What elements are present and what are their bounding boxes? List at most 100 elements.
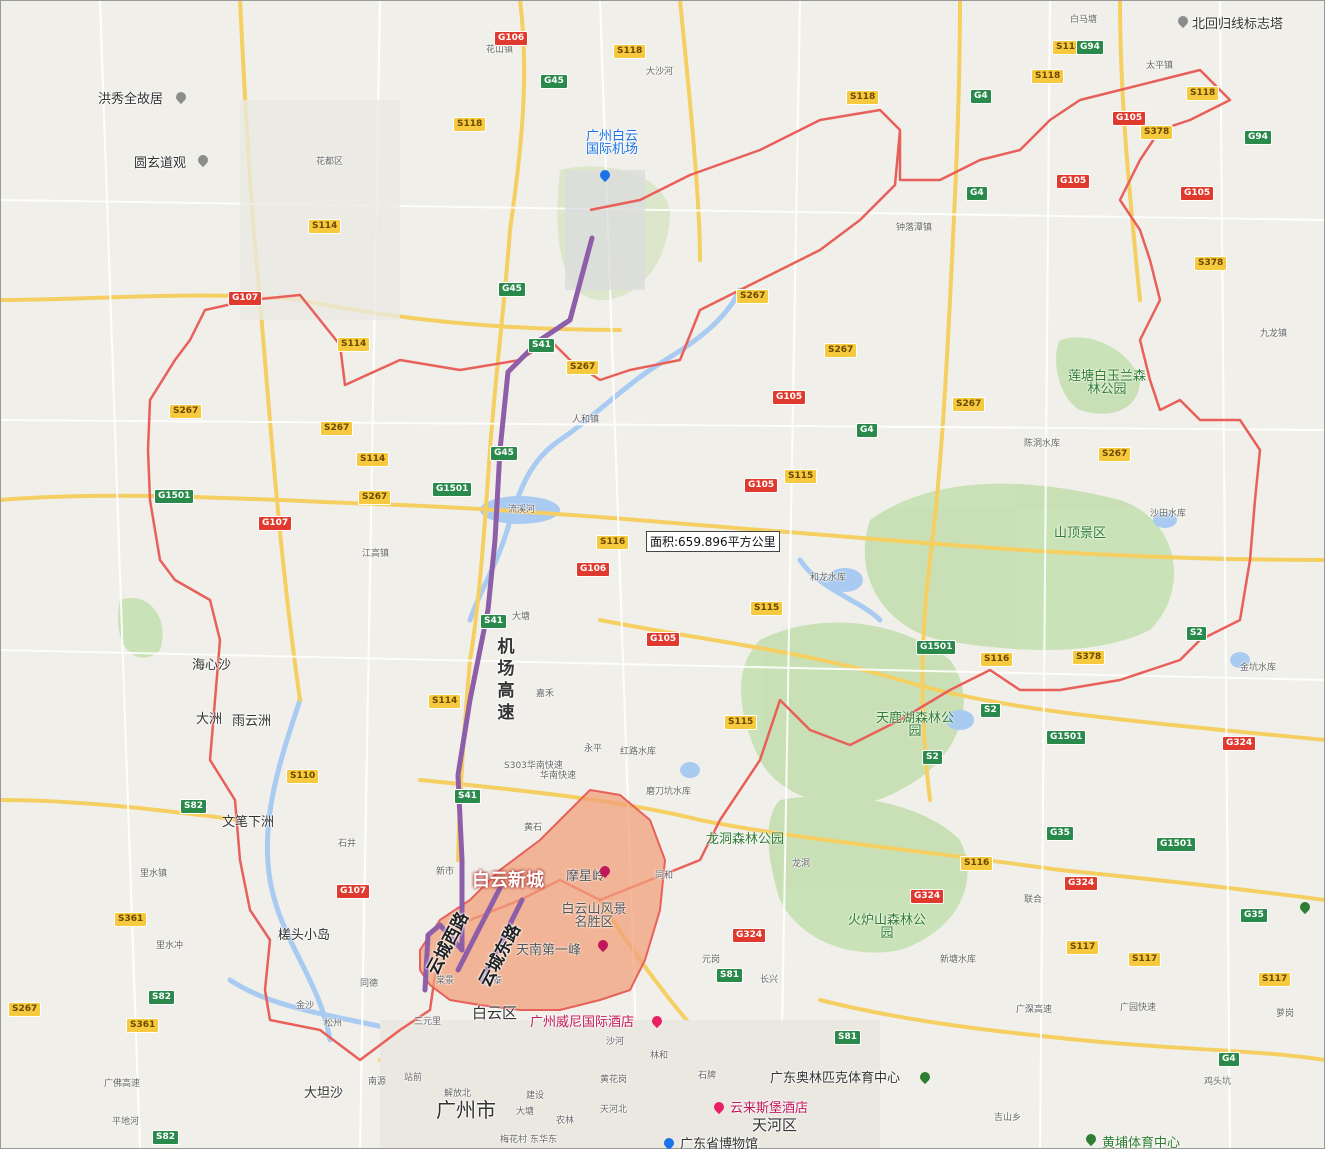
small-place-label: 嘉禾 (536, 689, 555, 699)
road-shield: S114 (356, 452, 390, 467)
small-place-label: 天河北 (600, 1105, 628, 1115)
lakes (480, 496, 1250, 778)
small-place-label: 江高镇 (362, 549, 390, 559)
road-shield: G45 (540, 74, 568, 89)
small-place-label: 太平镇 (1146, 61, 1174, 71)
small-place-label: S303华南快速 (504, 761, 563, 771)
road-shield: G4 (856, 423, 878, 438)
small-place-label: 平地河 (112, 1117, 140, 1127)
small-place-label: 农林 (556, 1116, 575, 1126)
road-shield: S118 (846, 90, 880, 105)
road-shield: G105 (744, 478, 779, 493)
small-place-label: 华南快速 (540, 771, 577, 781)
road-shield: S117 (1066, 940, 1100, 955)
road-shield: G4 (970, 89, 992, 104)
road-shield: S81 (716, 968, 744, 983)
road-shield: G107 (336, 884, 371, 899)
road-shield: S117 (1258, 972, 1292, 987)
road-shield: S115 (724, 715, 758, 730)
road-shield: G1501 (432, 482, 473, 497)
road-shield: S267 (824, 343, 858, 358)
road-shield: S118 (613, 44, 647, 59)
road-shield: S267 (8, 1002, 42, 1017)
small-place-label: 磨刀坑水库 (646, 787, 692, 797)
small-place-label: 林和 (650, 1051, 669, 1061)
connector-route (422, 922, 465, 993)
small-place-label: 里水镇 (140, 869, 168, 879)
road-shield: S41 (528, 338, 556, 353)
small-place-label: 花山镇 (486, 45, 514, 55)
small-place-label: 梅花村 (500, 1135, 528, 1145)
road-shield: S82 (180, 799, 208, 814)
road-shield: S2 (980, 703, 1001, 718)
yuncheng-west-route (455, 885, 503, 973)
road-shield: S2 (1186, 626, 1207, 641)
small-place-label: 花都区 (316, 157, 344, 167)
road-shield: G106 (494, 31, 529, 46)
small-place-label: 大沙河 (646, 67, 674, 77)
small-place-label: 鸡头坑 (1204, 1077, 1232, 1087)
district-label: 白云区 (472, 1004, 518, 1022)
place-label: 文笔下洲 (222, 815, 275, 830)
small-place-label: 里水冲 (156, 941, 184, 951)
poi-label[interactable]: 广州威尼国际酒店 (530, 1015, 635, 1030)
small-place-label: 石牌 (698, 1071, 717, 1081)
small-place-label: 同和 (655, 871, 674, 881)
poi-label[interactable]: 天南第一峰 (516, 943, 582, 958)
small-place-label: 九龙镇 (1260, 329, 1288, 339)
baiyun-new-city-label: 白云新城 (472, 870, 544, 891)
small-place-label: 新市 (436, 867, 455, 877)
small-place-label: 钟落潭镇 (896, 223, 933, 233)
poi-label[interactable]: 云来斯堡酒店 (730, 1101, 809, 1116)
road-shield: G324 (910, 889, 945, 904)
road-shield: S116 (960, 856, 994, 871)
small-place-label: 景泰 (484, 976, 503, 986)
road-shield: G107 (228, 291, 263, 306)
road-shield: S114 (337, 337, 371, 352)
road-shield: S41 (454, 789, 482, 804)
road-shield: G107 (258, 516, 293, 531)
poi-label[interactable]: 广东省博物馆 (680, 1137, 759, 1149)
road-shield: G94 (1076, 40, 1104, 55)
road-shield: G4 (1218, 1052, 1240, 1067)
place-label: 莲塘白玉兰森林公园 (1067, 369, 1146, 397)
small-place-label: 南源 (368, 1077, 387, 1087)
place-label: 火炉山森林公园 (847, 913, 926, 941)
road-shield: G324 (732, 928, 767, 943)
small-place-label: 大塘 (512, 612, 531, 622)
road-shield: S116 (980, 652, 1014, 667)
road-shield: G105 (646, 632, 681, 647)
road-shield: G324 (1222, 736, 1257, 751)
road-shield: G1501 (916, 640, 957, 655)
small-place-label: 人和镇 (572, 415, 600, 425)
road-shield: S267 (320, 421, 354, 436)
small-place-label: 站前 (404, 1073, 423, 1083)
place-label: 黄埔体育中心体育馆 (1101, 1136, 1180, 1149)
road-shield: G1501 (1046, 730, 1087, 745)
place-label: 槎头小岛 (278, 928, 331, 943)
place-label: 广州白云国际机场 (585, 129, 638, 157)
road-shield: S41 (480, 614, 508, 629)
poi-label[interactable]: 白云山风景名胜区 (561, 902, 627, 930)
place-label: 海心沙 (192, 658, 232, 673)
small-place-label: 同德 (360, 979, 379, 989)
poi-label[interactable]: 摩星岭 (566, 869, 606, 884)
small-place-label: 广深高速 (1016, 1005, 1053, 1015)
road-shield: G105 (772, 390, 807, 405)
road-shield: S115 (750, 601, 784, 616)
place-label: 大洲 (196, 712, 223, 727)
road-shield: S361 (126, 1018, 160, 1033)
place-label: 山顶景区 (1054, 526, 1107, 541)
place-label: 龙洞森林公园 (705, 832, 784, 847)
small-place-label: 广州高速 (1016, 1005, 1053, 1015)
small-place-label: 建设 (526, 1091, 545, 1101)
small-place-label: 元岗 (702, 955, 721, 965)
road-shield: S378 (1194, 256, 1228, 271)
road-shield: G324 (1064, 876, 1099, 891)
small-place-label: 吉山乡 (994, 1113, 1022, 1123)
small-place-label: 流溪河 (508, 505, 536, 515)
road-shield: G4 (966, 186, 988, 201)
road-shield: S116 (596, 535, 630, 550)
road-shield: S267 (952, 397, 986, 412)
